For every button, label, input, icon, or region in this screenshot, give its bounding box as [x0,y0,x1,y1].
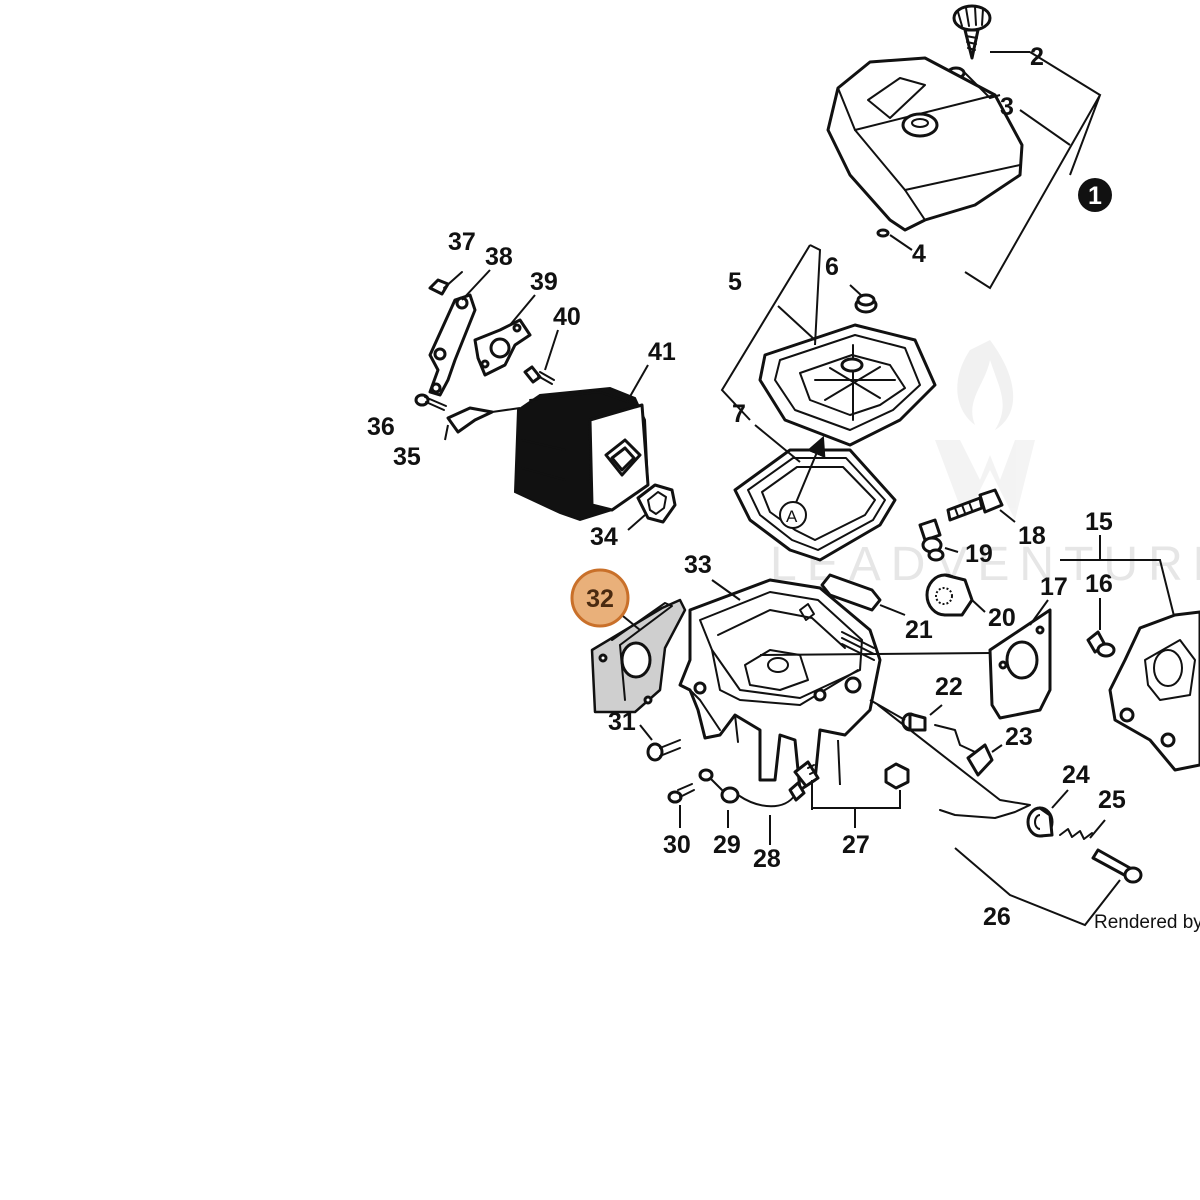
label-3: 3 [1000,93,1014,121]
label-4: 4 [912,240,926,268]
marker-a: A [779,501,807,529]
callout-32-highlight[interactable]: 32 [570,568,630,628]
label-18: 18 [1018,522,1046,550]
label-24: 24 [1062,761,1090,789]
label-30: 30 [663,831,691,859]
label-23: 23 [1005,723,1033,751]
part-36-bolt [414,393,447,411]
label-28: 28 [753,845,781,873]
part-15-housing [1108,610,1200,772]
part-17-gasket [988,608,1052,720]
part-38-bracket [428,293,477,397]
label-29: 29 [713,831,741,859]
part-16-nipple [1086,630,1116,658]
part-39-plate [473,318,532,377]
part-4-ring [876,228,890,238]
label-36: 36 [367,413,395,441]
label-26: 26 [983,903,1011,931]
label-39: 39 [530,268,558,296]
label-7: 7 [732,400,746,428]
label-37: 37 [448,228,476,256]
label-21: 21 [905,616,933,644]
part-32-plate [590,598,687,714]
part-21-bar [820,573,882,612]
label-19: 19 [965,540,993,568]
part-24-nut [1026,806,1054,838]
label-1-badge: 1 [1078,178,1112,212]
part-18-screw [946,488,1004,522]
part-35-deflector [446,406,494,434]
leader-1-group [964,51,1102,290]
part-33-housing [678,578,882,792]
svg-text:A: A [786,507,798,526]
part-2-knob [952,4,992,60]
part-37-screw [428,271,463,296]
part-30-screw [667,783,695,804]
part-31-screw [646,739,681,762]
part-6-grommet [854,293,878,314]
part-28-cable [720,781,806,808]
label-16: 16 [1085,570,1113,598]
svg-text:1: 1 [1088,182,1102,210]
label-41: 41 [648,338,676,366]
part-34-gasket [636,483,677,524]
part-41-muffler [513,386,650,522]
part-1-cover [826,56,1024,232]
part-40-screw [523,365,555,385]
label-22: 22 [935,673,963,701]
label-17: 17 [1040,573,1068,601]
label-34: 34 [590,523,618,551]
part-19-fitting [918,518,945,562]
label-38: 38 [485,243,513,271]
label-40: 40 [553,303,581,331]
label-31: 31 [608,708,636,736]
part-29-lug [698,768,723,791]
label-5: 5 [728,268,742,296]
label-15: 15 [1085,508,1113,536]
part-26-lever [877,704,1031,819]
part-26-pin [1091,848,1143,884]
footer-credit: Rendered by [1094,912,1200,933]
label-6: 6 [825,253,839,281]
part-5-air-filter [758,323,937,447]
label-25: 25 [1098,786,1126,814]
label-35: 35 [393,443,421,471]
part-23-shaft [934,724,994,777]
label-27: 27 [842,831,870,859]
label-2: 2 [1030,43,1044,71]
label-33: 33 [684,551,712,579]
svg-text:32: 32 [586,585,614,613]
leader-15 [1060,535,1176,621]
label-20: 20 [988,604,1016,632]
watermark-logo [935,340,1035,520]
part-25-spring [1059,828,1093,840]
part-20-piston [925,573,974,617]
